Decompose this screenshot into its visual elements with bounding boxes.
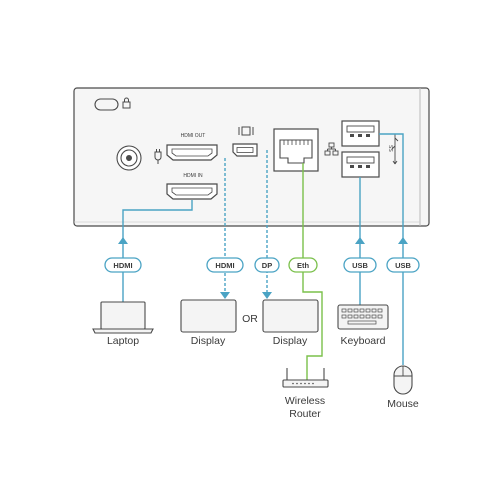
usb3-icon: SS <box>387 134 399 165</box>
hdmi-out-port <box>166 144 218 161</box>
tag-eth-text: Eth <box>297 261 310 270</box>
tag-hdmi-out-text: HDMI <box>215 261 234 270</box>
usb-port-bottom <box>341 151 380 178</box>
laptop-icon <box>92 301 154 334</box>
tag-hdmi-in-text: HDMI <box>113 261 132 270</box>
usb-port-top <box>341 120 380 147</box>
keyboard-icon <box>337 304 389 330</box>
tag-usb-keyboard-text: USB <box>352 261 368 270</box>
power-port <box>116 145 142 171</box>
tag-eth: Eth <box>288 257 318 273</box>
display-1-label: Display <box>191 335 226 347</box>
tag-usb-keyboard: USB <box>343 257 377 273</box>
mouse-label: Mouse <box>387 398 419 410</box>
usb3-icon-text: SS <box>387 145 393 152</box>
lock-icon <box>122 97 131 109</box>
displayport-icon <box>238 126 254 136</box>
displayport-port <box>232 143 258 157</box>
cable-usb-mouse <box>379 133 408 365</box>
tag-usb-mouse-text: USB <box>395 261 411 270</box>
cable-usb-keyboard <box>355 177 365 305</box>
power-icon <box>154 149 162 164</box>
tag-hdmi-in: HDMI <box>104 257 142 273</box>
hdmi-out-label: HDMI OUT <box>181 133 206 139</box>
cable-hdmi-in <box>118 200 193 302</box>
or-text: OR <box>242 313 258 325</box>
laptop-label: Laptop <box>107 335 139 347</box>
display-2-label: Display <box>273 335 308 347</box>
tag-usb-mouse: USB <box>386 257 420 273</box>
display-2-icon <box>262 299 319 333</box>
keyboard-label: Keyboard <box>341 335 386 347</box>
cable-hdmi-out <box>220 158 230 299</box>
router-label-line2: Router <box>289 408 321 420</box>
device-rear-panel <box>73 87 430 227</box>
hdmi-in-port <box>166 183 218 200</box>
ethernet-port <box>273 128 319 172</box>
router-label-line1: Wireless <box>285 395 325 407</box>
security-slot <box>94 98 119 111</box>
tag-hdmi-out: HDMI <box>206 257 244 273</box>
tag-dp-text: DP <box>262 261 272 270</box>
tag-dp: DP <box>254 257 280 273</box>
hdmi-in-label: HDMI IN <box>183 173 203 179</box>
network-icon <box>324 142 339 156</box>
router-icon <box>282 368 329 388</box>
display-1-icon <box>180 299 237 333</box>
mouse-icon <box>393 365 413 395</box>
